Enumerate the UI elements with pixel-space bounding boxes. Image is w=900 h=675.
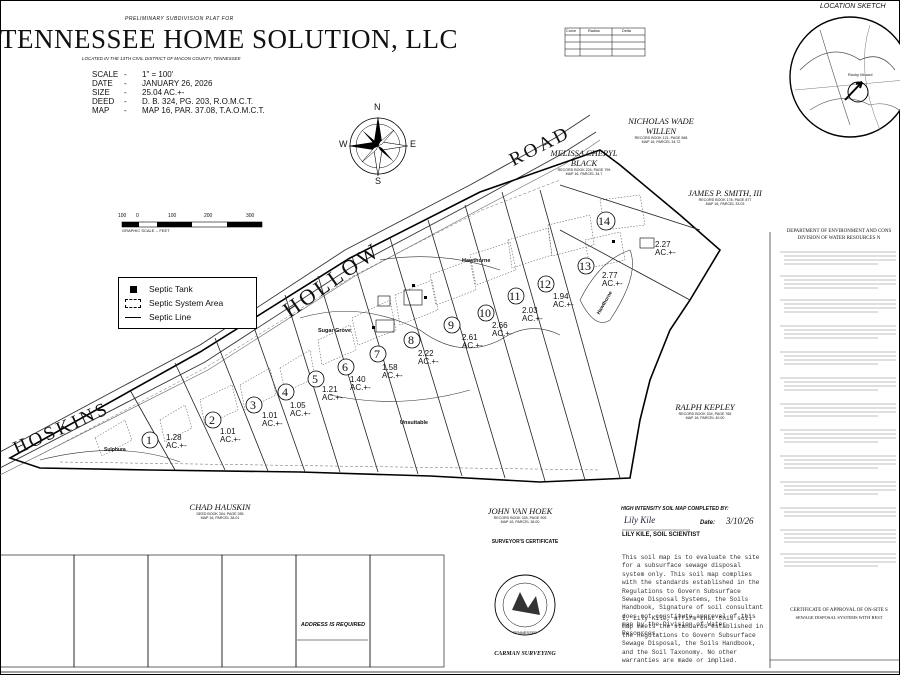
- soil-map-statement: This soil map is to evaluate the site fo…: [622, 554, 764, 637]
- graphic-scale-bar: [121, 221, 263, 228]
- left-margin-notes: [2, 290, 72, 362]
- plat-title: TENNESSEE HOME SOLUTION, LLC: [0, 24, 458, 54]
- right-panel-note-lines: [780, 251, 896, 567]
- plat-info-block: SCALE-1" = 100' DATE-JANUARY 26, 2026 SI…: [92, 70, 265, 115]
- legend-septic-area: Septic System Area: [125, 296, 250, 310]
- soil-map-date-label: Date:: [700, 520, 716, 526]
- approval-certificate-title: CERTIFICATE OF APPROVAL OF ON-SITE S: [790, 608, 888, 613]
- lot-circles: [141, 211, 616, 449]
- lot-number-4: 4: [282, 385, 288, 399]
- lot-number-12: 12: [539, 277, 551, 291]
- lot-number-7: 7: [374, 347, 380, 361]
- compass-s: S: [375, 176, 382, 186]
- soil-label-hawthorne: Hawthorne: [462, 258, 491, 264]
- compass-n: N: [374, 102, 381, 112]
- lot-number-13: 13: [579, 259, 591, 273]
- surveyor-company: CARMAN SURVEYING: [494, 651, 556, 657]
- info-row-map: MAP-MAP 16, PAR. 37.08, T.A.O.M.C.T.: [92, 106, 265, 115]
- septic-tank-swatch: [129, 285, 137, 293]
- setback-lines: [39, 179, 601, 471]
- owner-willen: NICHOLAS WADE WILLEN RECORD BOOK 121, PA…: [628, 116, 694, 144]
- soil-scientist-signature: Lily Kile: [624, 515, 656, 525]
- location-sketch-label: Rocky Mound: [848, 72, 873, 77]
- lot-number-8: 8: [408, 333, 414, 347]
- certificate-1: [2, 560, 72, 566]
- lot-number-11: 11: [509, 289, 521, 303]
- septic-detail: [375, 237, 655, 333]
- soil-map-affirmation: I, Lily Kile, affirm that this soil map …: [622, 615, 764, 665]
- certificate-boxes: [0, 554, 445, 668]
- info-row-deed: DEED-D. B. 324, PG. 203, R.O.M.C.T.: [92, 97, 254, 106]
- lot-number-1: 1: [146, 433, 152, 447]
- soil-map-date: 3/10/26: [726, 516, 754, 526]
- lot-number-2: 2: [209, 413, 215, 427]
- right-panel-frame: [769, 232, 900, 668]
- owner-hauskin: CHAD HAUSKIN DEED BOOK 304, PAGE 285 MAP…: [189, 502, 251, 520]
- owner-black: MELISSA CHERYL BLACK RECORD BOOK 224, PA…: [550, 148, 618, 176]
- curve-table: [564, 27, 646, 57]
- owner-kepley: RALPH KEPLEY RECORD BOOK 334, PAGE 765 M…: [675, 402, 735, 420]
- lot-number-6: 6: [342, 360, 348, 374]
- map-legend: Septic Tank Septic System Area Septic Li…: [118, 277, 257, 329]
- legend-septic-line: Septic Line: [125, 310, 250, 324]
- soil-label-sulphura: Sulphura: [104, 447, 126, 453]
- legend-septic-tank: Septic Tank: [125, 282, 250, 296]
- info-row-scale: SCALE-1" = 100': [92, 70, 174, 79]
- surveyor-seal: [494, 574, 556, 636]
- septic-area-swatch: [125, 298, 141, 308]
- lot-number-14: 14: [598, 214, 610, 228]
- curve-table-header-2: Radius: [588, 29, 600, 33]
- location-line: LOCATED IN THE 13TH CIVIL DISTRICT OF MA…: [82, 56, 241, 61]
- location-sketch-map: [789, 16, 900, 138]
- lot-lines: [129, 184, 701, 482]
- soil-boundaries: [39, 249, 633, 463]
- info-row-date: DATE-JANUARY 26, 2026: [92, 79, 213, 88]
- lot-number-9: 9: [448, 318, 454, 332]
- parcel-boundary: [8, 149, 722, 483]
- right-panel-title: DEPARTMENT OF ENVIRONMENT AND CONS: [786, 229, 892, 234]
- lot-number-3: 3: [250, 398, 256, 412]
- info-row-size: SIZE-25.04 AC.+-: [92, 88, 185, 97]
- soil-scientist-name: LILY KILE, SOIL SCIENTIST: [622, 532, 700, 538]
- surveyor-certificate-title: SURVEYOR'S CERTIFICATE: [491, 539, 559, 545]
- soil-label-unsuitable: Unsuitable: [400, 420, 429, 426]
- lot-number-10: 10: [479, 306, 491, 320]
- right-panel-notes: [778, 248, 898, 578]
- seal-text: TENNESSEE: [512, 630, 538, 635]
- soil-label-sugar-grove: Sugar Grove: [318, 328, 352, 334]
- septic-line-swatch: [125, 316, 141, 318]
- scale-bar-caption: GRAPHIC SCALE -- FEET: [122, 228, 170, 233]
- curve-table-header-3: Delta: [622, 29, 631, 33]
- compass-w: W: [339, 139, 348, 149]
- soil-map-completed-by: HIGH INTENSITY SOIL MAP COMPLETED BY:: [621, 506, 729, 512]
- owner-smith: JAMES P. SMITH, III RECORD BOOK 178, PAG…: [688, 188, 762, 206]
- address-required-label: ADDRESS IS REQUIRED: [300, 622, 366, 628]
- lot-number-5: 5: [312, 372, 318, 386]
- septic-tanks: [372, 240, 615, 329]
- location-sketch-title: LOCATION SKETCH: [820, 3, 886, 10]
- right-panel-subtitle: DIVISION OF WATER RESOURCES N: [797, 236, 881, 241]
- preliminary-label: PRELIMINARY SUBDIVISION PLAT FOR: [125, 16, 234, 22]
- approval-certificate-subtitle: SEWAGE DISPOSAL SYSTEMS WITH REST: [795, 615, 883, 620]
- curve-table-header-1: Curve: [566, 29, 577, 33]
- compass-rose: [348, 116, 409, 177]
- compass-e: E: [410, 139, 417, 149]
- owner-van-hoek: JOHN VAN HOEK RECORD BOOK 335, PAGE 905 …: [487, 506, 553, 524]
